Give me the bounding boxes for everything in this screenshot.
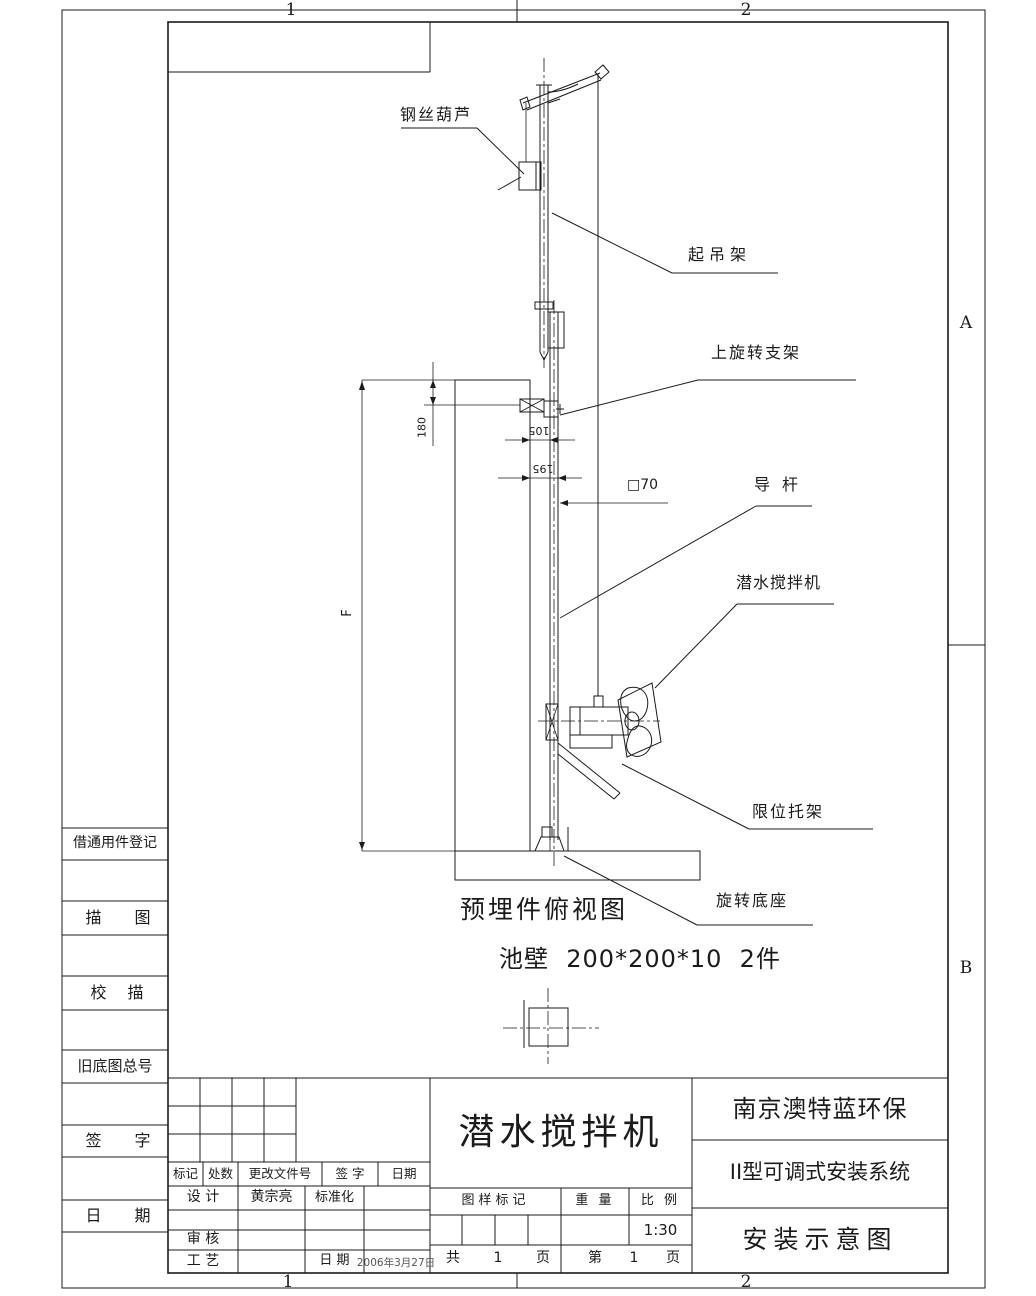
- wire-hoist: [497, 103, 542, 191]
- tb-weight-label: 重 量: [575, 1193, 615, 1209]
- tb-process-label: 工 艺: [186, 1252, 220, 1269]
- tb-date-value: 2006年3月27日: [356, 1256, 436, 1269]
- tb-date-label: 日 期: [319, 1253, 350, 1269]
- caption-wall-spec: 池壁 200*200*10 2件: [499, 945, 781, 973]
- caption-embed-top-view: 预埋件俯视图: [460, 895, 629, 924]
- zone-bottom-2: 2: [740, 1271, 752, 1292]
- side-old-drawing-no-label: 旧底图总号: [77, 1057, 153, 1076]
- tb-rev-date: 日期: [391, 1166, 417, 1182]
- side-register-label: 借通用件登记: [73, 835, 157, 852]
- tb-page-suffix: 页: [665, 1250, 680, 1267]
- side-check-trace-label: 校 描: [90, 983, 152, 1003]
- title-block-grid: [168, 1077, 948, 1273]
- zone-top-1: 1: [285, 0, 297, 20]
- pool-wall: [362, 379, 701, 881]
- zone-right-a: A: [959, 312, 973, 333]
- zone-right-b: B: [959, 957, 973, 978]
- tb-system-name: II型可调式安装系统: [729, 1160, 911, 1185]
- tb-scale-value: 1:30: [643, 1220, 678, 1239]
- label-guide-rod: 导杆: [754, 475, 811, 494]
- zone-bottom-1: 1: [282, 1271, 294, 1292]
- dimension-105: [505, 437, 575, 443]
- tb-page-number: 第 1 页: [588, 1248, 680, 1270]
- dim-f-text: F: [339, 609, 355, 617]
- tb-page-prefix: 第: [588, 1250, 602, 1267]
- zone-top-2: 2: [740, 0, 752, 20]
- tb-rev-count: 处数: [207, 1166, 233, 1182]
- label-upper-swivel-bracket: 上旋转支架: [711, 343, 802, 362]
- submersible-mixer: [538, 682, 662, 758]
- tb-drawing-mark-label: 图样标记: [461, 1193, 530, 1209]
- tb-rev-change-doc-no: 更改文件号: [248, 1166, 312, 1182]
- embed-plate-top-view: [503, 988, 599, 1064]
- tb-standardization-label: 标准化: [314, 1189, 354, 1205]
- tb-page-num: 1: [629, 1250, 639, 1267]
- tb-company-name: 南京澳特蓝环保: [732, 1094, 908, 1123]
- tb-total-suffix: 页: [535, 1250, 550, 1267]
- tb-rev-mark: 标记: [172, 1166, 198, 1182]
- dim-195-text: 195: [532, 461, 554, 475]
- dimension-f: [359, 380, 365, 851]
- label-lifting-frame: 起吊架: [688, 245, 752, 264]
- dimension-180: [424, 362, 520, 446]
- square-tube-callout: [560, 500, 668, 506]
- label-wire-hoist: 钢丝葫芦: [400, 105, 473, 124]
- tb-audit-label: 审 核: [186, 1231, 220, 1248]
- tb-design-label: 设 计: [186, 1189, 220, 1206]
- tb-total-num: 1: [493, 1250, 503, 1267]
- tb-total-prefix: 共: [446, 1250, 460, 1267]
- tb-total-pages: 共 1 页: [446, 1248, 550, 1270]
- leader-lines: [401, 127, 873, 926]
- guide-rod: [547, 300, 565, 868]
- side-date-label: 日 期: [85, 1206, 165, 1226]
- side-signature-label: 签 字: [85, 1131, 165, 1151]
- tb-product-name: 潜水搅拌机: [458, 1112, 664, 1154]
- upper-swivel-bracket: [519, 398, 564, 418]
- tb-scale-label: 比 例: [640, 1193, 681, 1209]
- label-limit-bracket: 限位托架: [752, 802, 825, 821]
- label-square-tube: □70: [627, 477, 659, 493]
- tb-sheet-title: 安装示意图: [742, 1225, 898, 1255]
- lifting-frame: [519, 58, 610, 368]
- dim-105-text: 105: [528, 423, 550, 437]
- tb-designer-name: 黄宗亮: [250, 1189, 293, 1206]
- label-submersible-mixer: 潜水搅拌机: [736, 573, 822, 592]
- label-swivel-base: 旋转底座: [716, 891, 789, 910]
- tb-rev-sign: 签 字: [335, 1166, 365, 1182]
- limit-bracket: [557, 742, 621, 800]
- dimension-195: [498, 475, 582, 481]
- side-trace-label: 描 图: [85, 908, 165, 928]
- dim-180-text: 180: [415, 417, 429, 438]
- swivel-base: [534, 826, 569, 852]
- sheet-frame: [61, 0, 986, 1289]
